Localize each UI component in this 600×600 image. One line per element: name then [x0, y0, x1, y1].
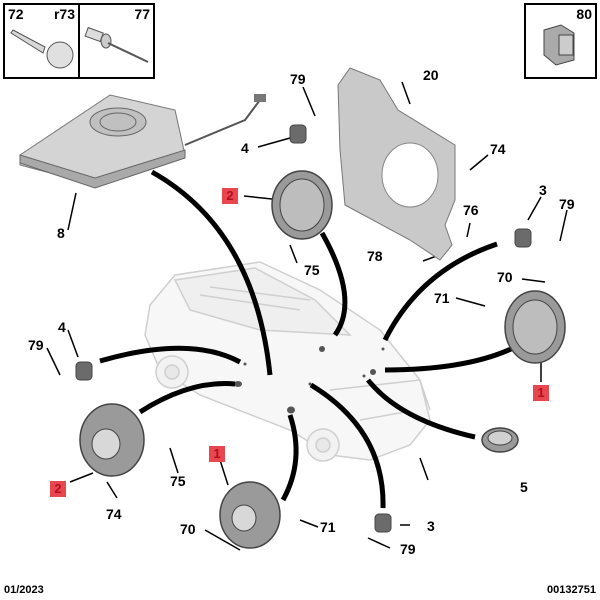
mount-points: [234, 346, 385, 414]
callout-71: 71: [320, 519, 336, 535]
vehicle-illustration: [144, 261, 431, 462]
amplifier-illustration: [19, 94, 266, 189]
highlighted-callout-2[interactable]: 2: [222, 188, 238, 204]
inset-frame-clip-nut: 80: [524, 3, 597, 79]
callout-4: 4: [58, 319, 66, 335]
callout-74: 74: [106, 506, 122, 522]
callout-3: 3: [427, 518, 435, 534]
callout-3: 3: [539, 182, 547, 198]
inset-frame-screw: 72 r73: [3, 3, 80, 79]
callout-8: 8: [57, 225, 65, 241]
footer-date: 01/2023: [4, 584, 44, 596]
callout-5: 5: [520, 479, 528, 495]
bracket-illustration: [337, 67, 456, 261]
part-number-label: 80: [576, 6, 592, 22]
footer-reference: 00132751: [547, 584, 596, 596]
callout-79: 79: [559, 196, 575, 212]
callout-75: 75: [170, 473, 186, 489]
part-number-label: 77: [134, 6, 150, 22]
callout-71: 71: [434, 290, 450, 306]
rivet-icon: [84, 26, 149, 63]
clip-nut-icon: [543, 24, 575, 66]
callout-78: 78: [367, 248, 383, 264]
part-number-label: 72: [8, 6, 24, 22]
callout-leaders: [46, 81, 568, 551]
highlighted-callout-1[interactable]: 1: [209, 446, 225, 462]
screw-icon: [10, 29, 74, 69]
callout-70: 70: [497, 269, 513, 285]
speaker-illustrations: [75, 124, 566, 549]
callout-70: 70: [180, 521, 196, 537]
callout-20: 20: [423, 67, 439, 83]
highlighted-callout-2[interactable]: 2: [50, 481, 66, 497]
callout-79: 79: [400, 541, 416, 557]
part-number-label: r73: [53, 6, 75, 22]
callout-79: 79: [28, 337, 44, 353]
callout-75: 75: [304, 262, 320, 278]
callout-74: 74: [490, 141, 506, 157]
highlighted-callout-1[interactable]: 1: [533, 385, 549, 401]
callout-76: 76: [463, 202, 479, 218]
callout-4: 4: [241, 140, 249, 156]
inset-frame-rivet: 77: [78, 3, 155, 79]
callout-79: 79: [290, 71, 306, 87]
